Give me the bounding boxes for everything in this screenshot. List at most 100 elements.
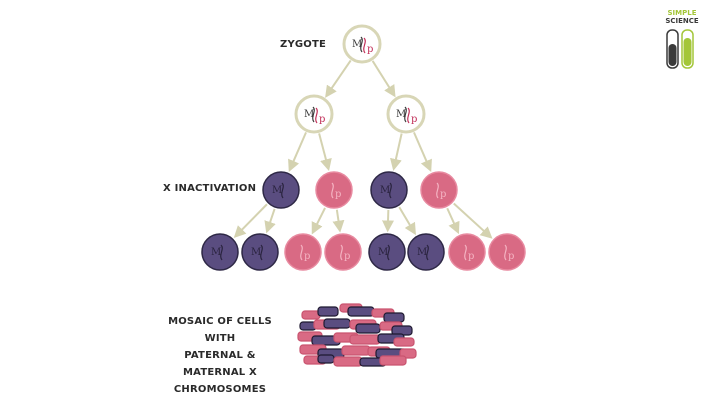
paternal-letter: p bbox=[411, 114, 417, 125]
descendant-cell-maternal: M bbox=[241, 233, 279, 271]
maternal-letter: M bbox=[272, 185, 282, 196]
maternal-letter: M bbox=[380, 185, 390, 196]
descendant-cell-maternal: M bbox=[407, 233, 445, 271]
maternal-x-glyph bbox=[312, 106, 315, 123]
zygote-label: ZYGOTE bbox=[280, 39, 327, 50]
mosaic-cell-maternal bbox=[323, 318, 351, 329]
logo-line2: SCIENCE bbox=[665, 17, 699, 25]
lineage-arrow bbox=[288, 131, 307, 173]
maternal-letter: M bbox=[417, 247, 427, 258]
descendant-cell-maternal: M bbox=[201, 233, 239, 271]
lineage-arrow bbox=[264, 208, 276, 234]
paternal-letter: p bbox=[367, 44, 373, 55]
lineage-arrow bbox=[453, 202, 493, 239]
paternal-letter: p bbox=[440, 189, 446, 200]
descendant-cell-maternal: M bbox=[368, 233, 406, 271]
inactivated-cell-maternal: M bbox=[262, 171, 300, 209]
inactivated-cell-paternal: p bbox=[420, 171, 458, 209]
paternal-x-glyph bbox=[340, 244, 343, 261]
cell-circle bbox=[315, 171, 353, 209]
paternal-letter: p bbox=[304, 251, 310, 262]
maternal-x-glyph bbox=[404, 106, 407, 123]
maternal-letter: M bbox=[396, 109, 406, 120]
paternal-x-glyph bbox=[436, 182, 439, 199]
cell-circle bbox=[324, 233, 362, 271]
maternal-x-glyph bbox=[426, 244, 429, 261]
maternal-letter: M bbox=[211, 247, 221, 258]
paternal-letter: p bbox=[468, 251, 474, 262]
mosaic-cell-maternal bbox=[347, 306, 375, 317]
lineage-arrow bbox=[318, 133, 332, 172]
paternal-letter: p bbox=[344, 251, 350, 262]
logo-line1: SIMPLE bbox=[667, 9, 697, 17]
cell-circle bbox=[448, 233, 486, 271]
mosaic-label-line1: MOSAIC OF CELLS WITH bbox=[168, 316, 272, 344]
mosaic-cell-paternal bbox=[379, 355, 407, 366]
arrows-layer bbox=[233, 59, 493, 239]
paternal-x-glyph bbox=[300, 244, 303, 261]
paternal-x-glyph bbox=[464, 244, 467, 261]
maternal-letter: M bbox=[378, 247, 388, 258]
maternal-x-glyph bbox=[360, 36, 363, 53]
mosaic-cell-maternal bbox=[317, 354, 335, 364]
descendant-cell-paternal: p bbox=[448, 233, 486, 271]
inactivated-cell-maternal: M bbox=[370, 171, 408, 209]
mosaic-cell-paternal bbox=[393, 337, 415, 347]
lineage-arrow bbox=[233, 203, 268, 239]
mosaic-cell-paternal bbox=[301, 310, 321, 320]
paternal-letter: p bbox=[335, 189, 341, 200]
paternal-x-glyph bbox=[363, 37, 366, 54]
test-tube-dark-liquid bbox=[668, 44, 677, 66]
maternal-x-glyph bbox=[281, 182, 284, 199]
maternal-letter: M bbox=[352, 39, 362, 50]
maternal-x-glyph bbox=[220, 244, 223, 261]
cell-circle bbox=[241, 233, 279, 271]
cell-circle bbox=[420, 171, 458, 209]
x-inactivation-label: X INACTIVATION bbox=[163, 183, 257, 194]
mosaic-label-line3: CHROMOSOMES bbox=[173, 384, 267, 395]
lineage-arrow bbox=[371, 60, 396, 98]
lineage-arrow bbox=[413, 131, 432, 173]
lineage-arrow bbox=[311, 207, 326, 235]
lineage-arrow bbox=[398, 206, 416, 236]
lineage-arrow bbox=[332, 209, 345, 233]
descendant-cell-paternal: p bbox=[324, 233, 362, 271]
maternal-letter: M bbox=[251, 247, 261, 258]
maternal-x-glyph bbox=[260, 244, 263, 261]
mosaic-cell-paternal bbox=[333, 356, 363, 367]
lineage-arrow bbox=[382, 209, 395, 233]
logo-text: SIMPLE SCIENCE bbox=[664, 9, 700, 25]
inactivated-cell-paternal: p bbox=[315, 171, 353, 209]
descendant-cell-paternal: p bbox=[284, 233, 322, 271]
cell-circle bbox=[488, 233, 526, 271]
maternal-letter: M bbox=[304, 109, 314, 120]
maternal-x-glyph bbox=[389, 182, 392, 199]
paternal-x-glyph bbox=[504, 244, 507, 261]
paternal-x-glyph bbox=[407, 107, 410, 124]
lineage-arrow bbox=[390, 133, 403, 171]
descendant-cell-paternal: p bbox=[488, 233, 526, 271]
mosaic-cell-maternal bbox=[355, 323, 381, 334]
paternal-x-glyph bbox=[331, 182, 334, 199]
lineage-arrow bbox=[325, 59, 352, 98]
maternal-x-glyph bbox=[387, 244, 390, 261]
cell-circle bbox=[368, 233, 406, 271]
mosaic-cell-maternal bbox=[383, 312, 405, 323]
cell-circle bbox=[262, 171, 300, 209]
paternal-letter: p bbox=[508, 251, 514, 262]
lineage-arrow bbox=[446, 207, 460, 235]
paternal-x-glyph bbox=[315, 107, 318, 124]
mosaic-cells bbox=[297, 303, 417, 367]
mosaic-cell-maternal bbox=[317, 306, 339, 317]
cell-circle bbox=[284, 233, 322, 271]
simple-science-logo bbox=[666, 29, 694, 69]
mosaic-label: MOSAIC OF CELLS WITH PATERNAL & MATERNAL… bbox=[158, 313, 282, 398]
mosaic-cell-paternal bbox=[341, 345, 371, 356]
mosaic-label-line2: PATERNAL & MATERNAL X bbox=[183, 350, 257, 378]
paternal-letter: p bbox=[319, 114, 325, 125]
